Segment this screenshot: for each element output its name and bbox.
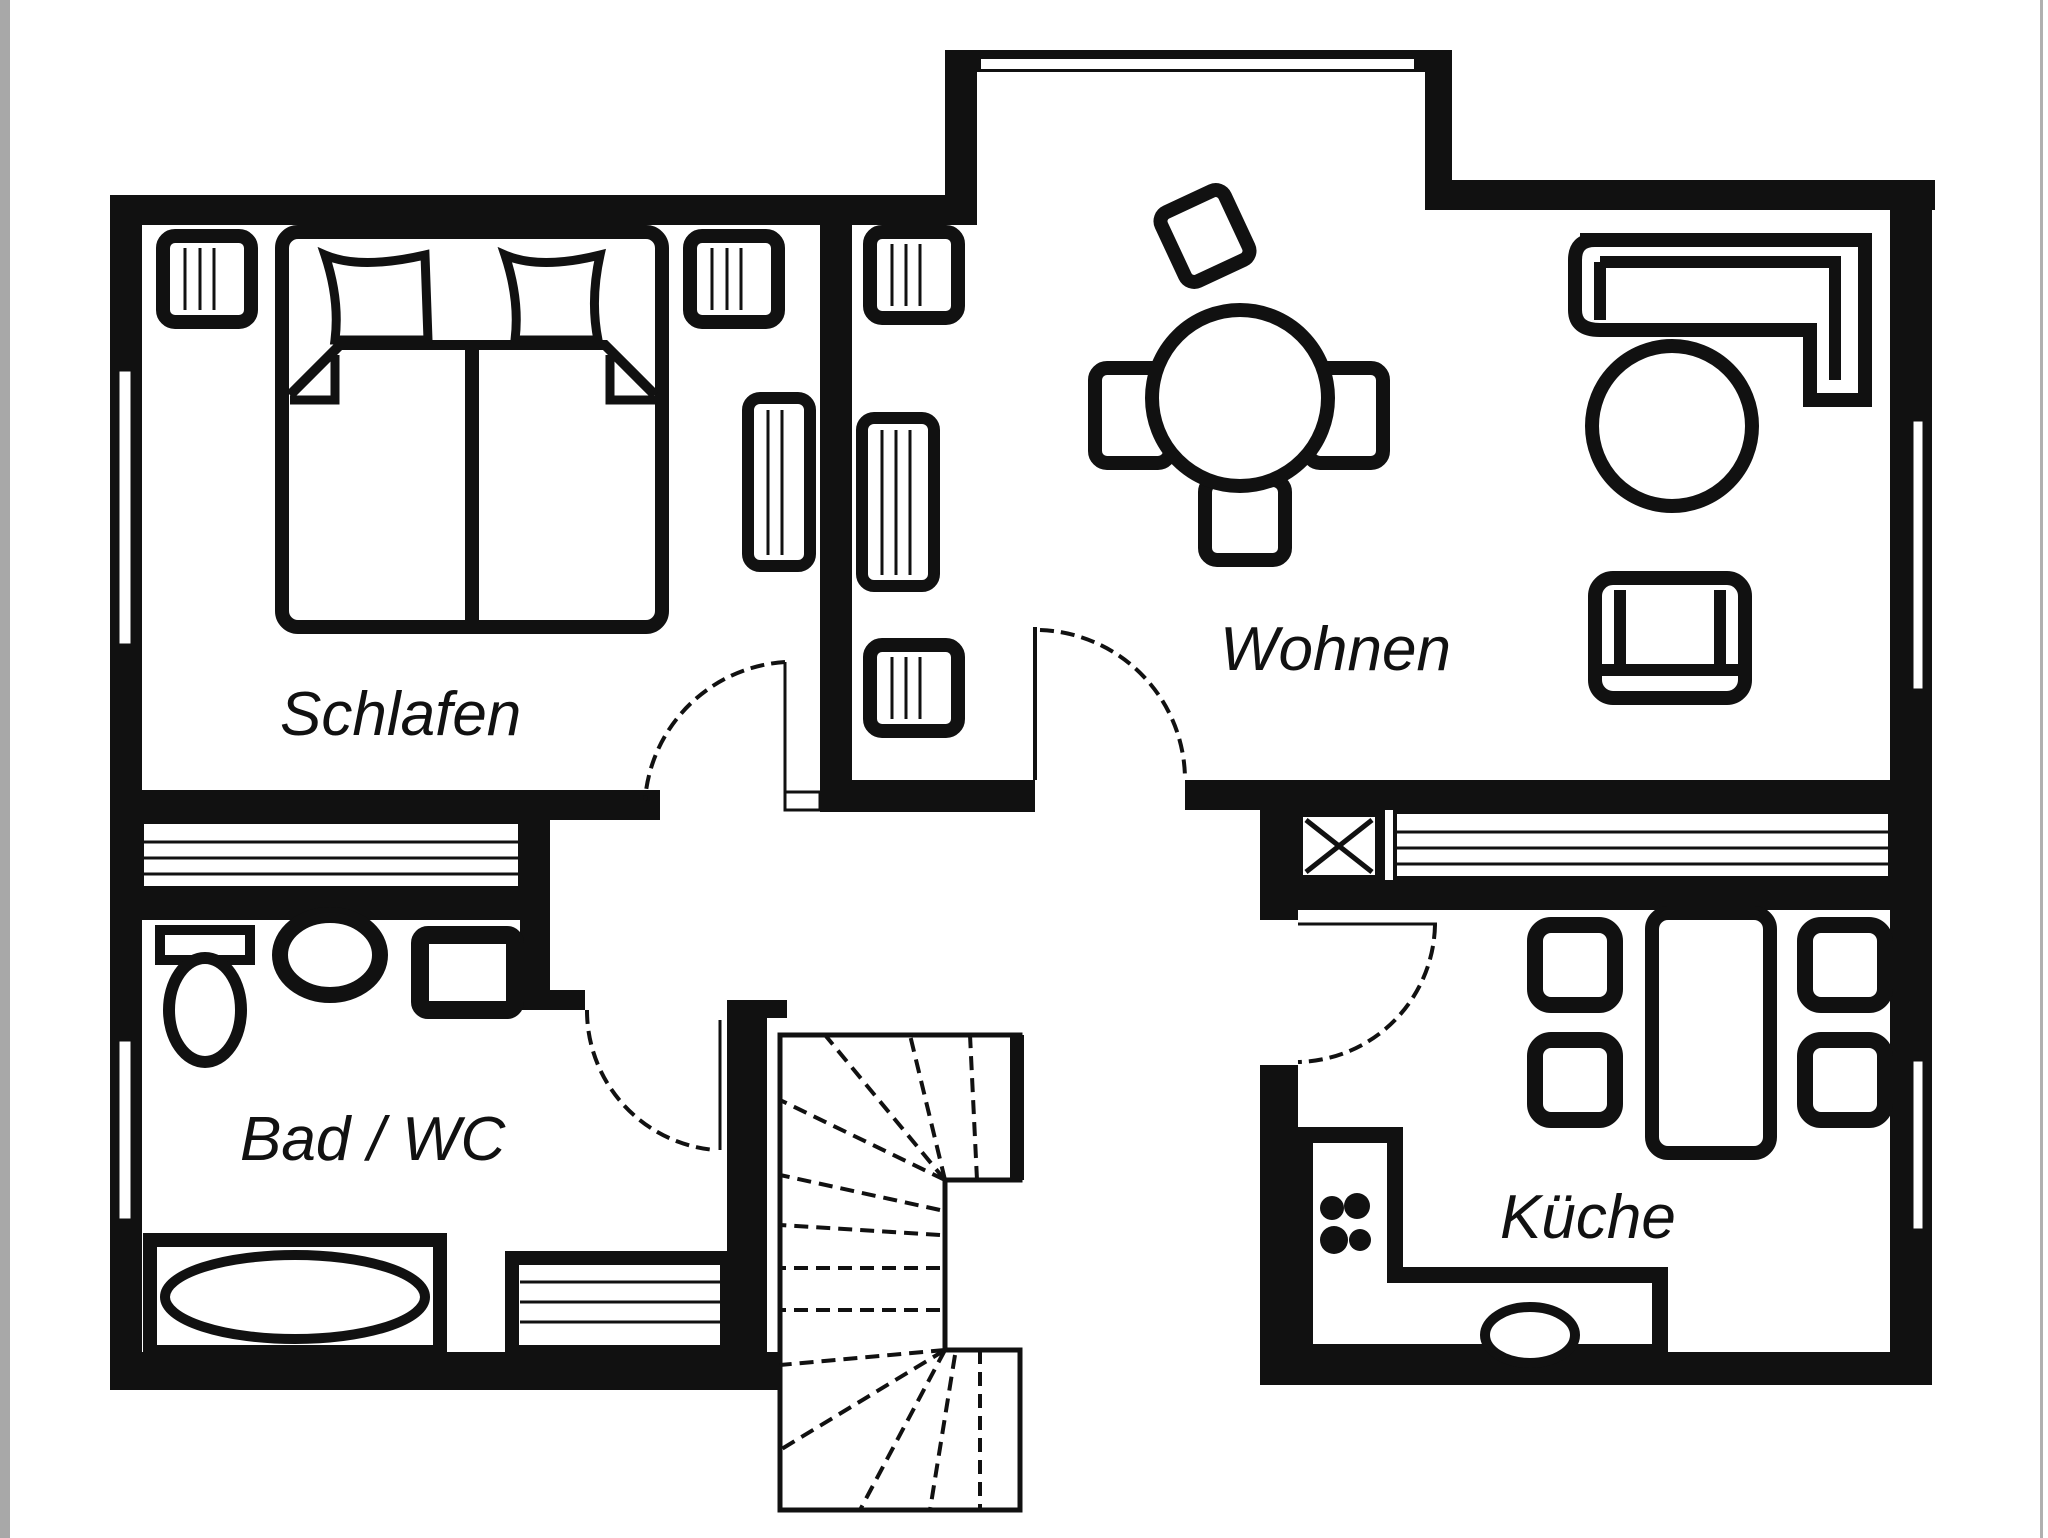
pillow-right [497,246,606,345]
wall-schlafen-wohnen [820,215,852,810]
shaft-icon [1293,807,1385,885]
chair [1797,1032,1893,1128]
wall-bay-right [1425,50,1452,205]
door-wohnen [1033,627,1187,781]
wall-schlafen-bottom [110,790,660,820]
nightstand-left [156,229,258,329]
wall-bay-left [945,50,977,225]
shower-tray [411,926,524,1019]
shelf-wohnen-bottom [863,638,965,738]
toilet [155,925,255,1068]
coffee-table [1585,339,1759,513]
wall-bad-door-stub [520,990,585,1010]
kitchen-dining [1527,906,1893,1160]
wall-bad-stairs-cap [727,1000,787,1018]
staircase [777,1032,1024,1513]
wall-top-schlafen [110,195,960,225]
nightstand-right [683,229,785,329]
round-table [1145,303,1335,493]
room-label-kueche: Küche [1500,1183,1676,1252]
wardrobe-kueche [1393,810,1892,880]
room-label-bad: Bad / WC [240,1105,507,1174]
page-border-left [0,0,10,1538]
sideboard-wohnen [856,412,940,592]
room-label-wohnen: Wohnen [1220,615,1451,684]
chair [1527,1032,1623,1128]
corner-sofa [1568,233,1872,407]
dresser-schlafen [742,392,816,572]
bathtub [143,1233,447,1359]
door-schlafen [643,660,822,812]
room-label-schlafen: Schlafen [280,680,521,749]
shelf-bad [505,1251,734,1359]
armchair [1588,571,1752,705]
door-bad [584,1009,722,1152]
dining-set-round [1088,183,1390,567]
chair [1527,917,1623,1013]
pillow-left [317,246,433,345]
page-border-right [2040,0,2043,1538]
window-wohnen-top [979,57,1416,71]
wall-wohnen-bottom-left [820,780,1035,812]
kitchen-counter [1297,1127,1668,1360]
window-wohnen-right [1910,418,1926,692]
wall-wohnen-bottom-right [1185,780,1932,810]
wall-kueche-left [1260,1065,1298,1385]
window-bad [116,1038,134,1222]
interior-walls [110,215,1932,1385]
window-kueche [1910,1058,1926,1232]
kitchen-sink [1480,1302,1580,1368]
double-bed [275,225,669,634]
kitchen-table [1645,906,1777,1160]
wardrobe-schlafen [140,820,522,890]
wall-top-wohnen [1425,180,1935,210]
window-schlafen [116,368,134,647]
stove-icon [1320,1193,1371,1254]
chair [1797,917,1893,1013]
washbasin [272,907,388,1003]
chair [1153,183,1257,289]
door-kueche [1297,922,1437,1064]
wall-bad-right-upper [520,810,550,1010]
shelf-wohnen-top [863,225,965,325]
